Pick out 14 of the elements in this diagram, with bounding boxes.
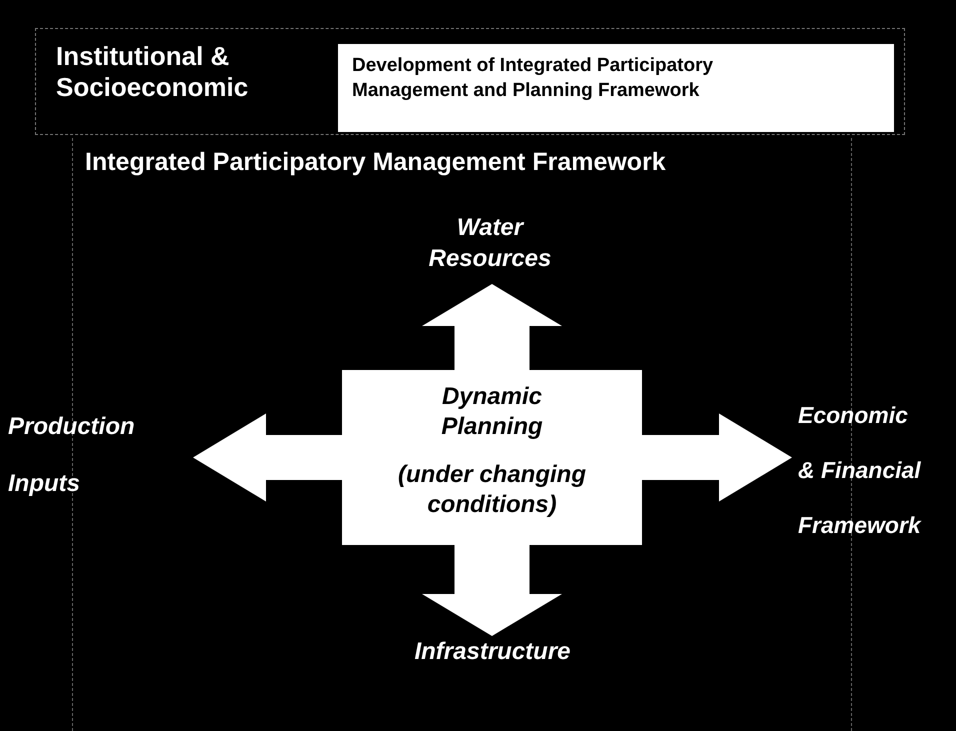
node-text: Infrastructure (413, 637, 572, 667)
dashed-panel (35, 28, 905, 135)
block-arrow (642, 414, 792, 502)
heading: Integrated Participatory Management Framework (85, 148, 666, 177)
node-text: Dynamic Planning (440, 382, 544, 442)
heading: Institutional & Socioeconomic (56, 41, 250, 104)
node-text: Production Inputs (8, 412, 136, 499)
node-text: Development of Integrated Participatory Management and Planning Framework (352, 54, 714, 103)
process-box (342, 370, 642, 545)
node-text: Water Resources (428, 213, 552, 274)
note-text: (under changing conditions) (397, 460, 587, 520)
node-text: Economic & Financial Framework (798, 401, 922, 540)
title-box (338, 44, 894, 132)
block-arrow (193, 414, 342, 502)
